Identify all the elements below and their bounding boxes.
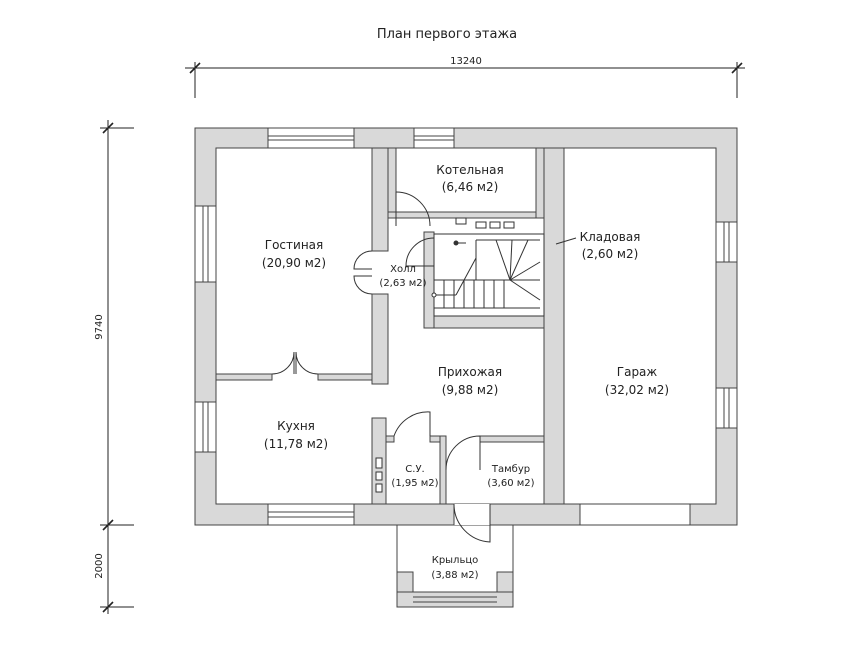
porch [396, 524, 514, 608]
bathroom-fixtures [375, 457, 383, 493]
staircase [431, 217, 545, 317]
room-area-garage: (32,02 м2) [605, 383, 669, 397]
room-area-kitchen: (11,78 м2) [264, 437, 328, 451]
room-name-entry: Прихожая [438, 365, 502, 379]
plan-title: План первого этажа [377, 27, 517, 42]
room-area-bathroom: (1,95 м2) [391, 478, 438, 489]
dimension-height [100, 120, 134, 614]
room-name-vestibule: Тамбур [491, 464, 530, 475]
room-name-garage: Гараж [617, 365, 658, 379]
dimension-width-label: 13240 [450, 56, 482, 67]
room-area-living: (20,90 м2) [262, 256, 326, 270]
windows [194, 127, 738, 526]
room-area-porch: (3,88 м2) [431, 570, 478, 581]
room-name-boiler: Котельная [436, 163, 503, 177]
doors [271, 191, 491, 543]
room-area-vestibule: (3,60 м2) [487, 478, 534, 489]
room-labels: Котельная (6,46 м2) Кладовая (2,60 м2) Г… [262, 163, 669, 581]
dimension-porch-label: 2000 [94, 553, 105, 578]
garage-door-opening [580, 504, 690, 525]
room-name-living: Гостиная [265, 238, 323, 252]
room-area-hall: (2,63 м2) [379, 278, 426, 289]
dimension-height-label: 9740 [94, 314, 105, 339]
room-name-storage: Кладовая [580, 230, 641, 244]
room-area-boiler: (6,46 м2) [442, 180, 499, 194]
entrance-opening [454, 504, 490, 525]
storage-leader [555, 237, 577, 245]
room-name-porch: Крыльцо [432, 555, 479, 566]
dimension-width [185, 62, 745, 98]
room-name-bathroom: С.У. [405, 464, 424, 475]
room-area-entry: (9,88 м2) [442, 383, 499, 397]
room-name-hall: Холл [390, 264, 416, 275]
interior-walls [215, 147, 565, 505]
room-name-kitchen: Кухня [277, 419, 315, 433]
room-area-storage: (2,60 м2) [582, 247, 639, 261]
